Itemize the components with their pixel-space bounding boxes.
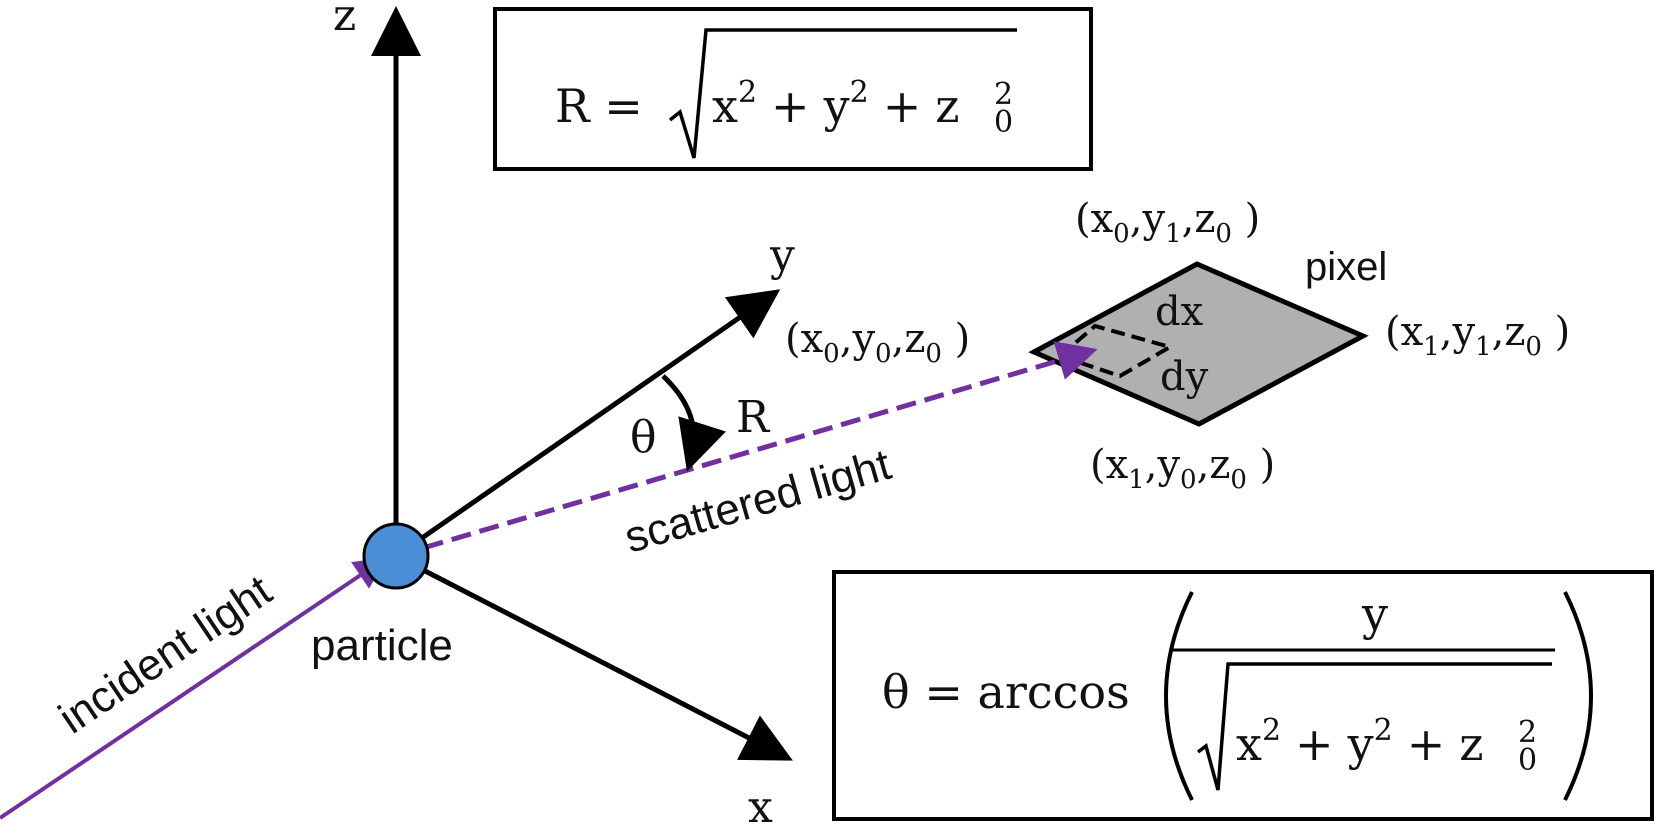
formula-theta-numerator: y (1361, 587, 1388, 641)
scattered-light-label: scattered light (619, 440, 896, 563)
formula-theta-radicand: x2+y2+z (1236, 713, 1483, 771)
formula-R-z-sub: 0 (994, 105, 1013, 140)
formula-R-box (493, 7, 1093, 171)
pixel-subelement (1056, 323, 1176, 379)
corner-label-x1-y0-z0: (x1,y0,z0 ) (1090, 442, 1275, 495)
dy-label: dy (1160, 354, 1209, 400)
pixel-patch (1028, 261, 1369, 427)
corner-label-x0-y0-z0: (x0,y0,z0 ) (785, 316, 970, 369)
dx-label: dx (1155, 289, 1204, 335)
z-axis-label: z (333, 0, 356, 41)
formula-theta-box (832, 570, 1654, 821)
pixel-label: pixel (1305, 245, 1387, 289)
corner-label-x0-y1-z0: (x0,y1,z0 ) (1075, 196, 1260, 249)
formula-R-lhs: R = (555, 79, 643, 133)
particle-sphere (362, 522, 430, 590)
formula-theta-left-paren (1164, 591, 1194, 801)
R-label: R (736, 392, 771, 443)
formula-theta-z-exp: 2 (1518, 715, 1537, 750)
formula-R-radical (668, 28, 1017, 159)
y-axis-label: y (769, 230, 795, 281)
theta-arc (661, 374, 726, 472)
particle-label: particle (311, 621, 453, 670)
formula-theta-lhs: θ = arccos (882, 665, 1130, 719)
formula-theta-radical (1196, 662, 1552, 791)
formula-theta-z-sub: 0 (1518, 743, 1537, 778)
formula-R-z-exp: 2 (994, 77, 1013, 112)
scattered-light-ray (395, 341, 1098, 559)
x-axis (394, 553, 793, 761)
formula-R-radicand: x2+y2+z (712, 75, 959, 133)
formula-theta-right-paren (1563, 591, 1593, 801)
corner-label-x1-y1-z0: (x1,y1,z0 ) (1385, 309, 1570, 362)
incident-light-ray (0, 557, 387, 820)
theta-label: θ (630, 412, 657, 463)
x-axis-label: x (748, 782, 773, 829)
y-axis (394, 289, 781, 559)
